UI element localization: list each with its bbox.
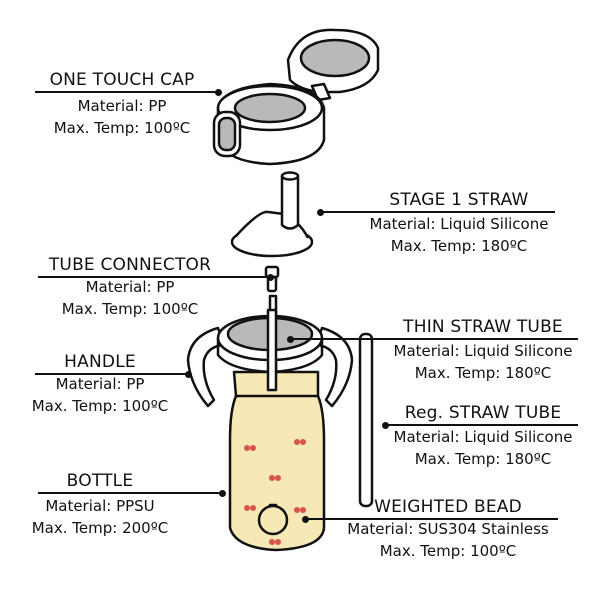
part-max-temp: Max. Temp: 200ºC (31, 519, 169, 537)
cap-ring (212, 82, 326, 166)
leader-bottle (38, 492, 222, 494)
part-max-temp: Max. Temp: 100ºC (61, 300, 199, 318)
label-reg-straw-tube: Reg. STRAW TUBE Material: Liquid Silicon… (353, 403, 600, 470)
part-material: Material: Liquid Silicone (393, 428, 573, 446)
part-title: WEIGHTED BEAD (374, 497, 522, 517)
part-material: Material: Liquid Silicone (393, 342, 573, 360)
dot-connector (267, 274, 274, 281)
part-title: TUBE CONNECTOR (48, 255, 212, 275)
leader-straw (320, 211, 555, 213)
part-title: BOTTLE (66, 471, 134, 491)
part-material: Material: SUS304 Stainless (347, 520, 549, 538)
leader-cap (35, 91, 218, 93)
part-max-temp: Max. Temp: 180ºC (414, 364, 552, 382)
leader-handle (35, 373, 188, 375)
part-title: THIN STRAW TUBE (403, 317, 563, 337)
label-one-touch-cap: ONE TOUCH CAP Material: PP Max. Temp: 10… (0, 70, 252, 139)
part-material: Material: Liquid Silicone (369, 215, 549, 233)
part-title: ONE TOUCH CAP (49, 70, 195, 90)
part-title: HANDLE (64, 352, 136, 372)
part-title: Reg. STRAW TUBE (404, 403, 562, 423)
dot-handle (185, 371, 192, 378)
dot-cap (215, 89, 222, 96)
label-handle: HANDLE Material: PP Max. Temp: 100ºC (0, 352, 230, 417)
part-title: STAGE 1 STRAW (389, 190, 529, 210)
dot-straw (317, 209, 324, 216)
leader-thin-tube (290, 338, 578, 340)
part-max-temp: Max. Temp: 100ºC (379, 542, 517, 560)
leader-bead (305, 518, 558, 520)
part-max-temp: Max. Temp: 100ºC (31, 397, 169, 415)
part-material: Material: PPSU (45, 497, 155, 515)
label-tube-connector: TUBE CONNECTOR Material: PP Max. Temp: 1… (0, 255, 260, 320)
cherry-pattern (244, 439, 306, 545)
bead (257, 503, 289, 536)
part-max-temp: Max. Temp: 180ºC (390, 237, 528, 255)
dot-thin-tube (287, 336, 294, 343)
label-bottle: BOTTLE Material: PPSU Max. Temp: 200ºC (0, 471, 230, 539)
part-material: Material: PP (77, 97, 167, 115)
label-stage-1-straw: STAGE 1 STRAW Material: Liquid Silicone … (329, 190, 589, 257)
reg-straw-tube (358, 332, 374, 508)
part-max-temp: Max. Temp: 100ºC (53, 119, 191, 137)
straw-part (230, 171, 314, 258)
cap-lid (286, 28, 380, 102)
part-material: Material: PP (55, 375, 145, 393)
leader-reg-tube (385, 424, 578, 426)
label-weighted-bead: WEIGHTED BEAD Material: SUS304 Stainless… (318, 497, 578, 562)
dot-bottle (219, 490, 226, 497)
dot-reg-tube (382, 422, 389, 429)
dot-bead (302, 516, 309, 523)
part-material: Material: PP (85, 278, 175, 296)
part-max-temp: Max. Temp: 180ºC (414, 450, 552, 468)
label-thin-straw-tube: THIN STRAW TUBE Material: Liquid Silicon… (353, 317, 600, 384)
leader-connector (38, 276, 270, 278)
